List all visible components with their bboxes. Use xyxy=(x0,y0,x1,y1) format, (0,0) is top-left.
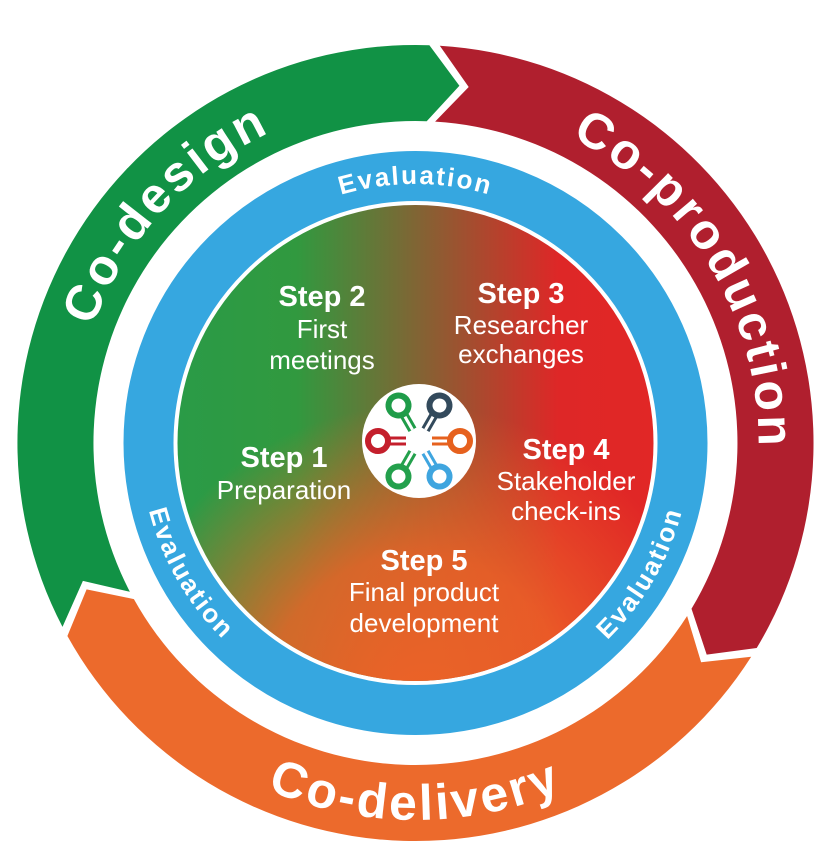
step-4-line-2: check-ins xyxy=(511,496,621,526)
step-2-block: Step 2 First meetings xyxy=(269,281,375,375)
step-2-title: Step 2 xyxy=(278,281,365,313)
icon-spoke-lower-right xyxy=(421,450,453,490)
step-2-line-1: First xyxy=(297,314,348,344)
icon-spoke-upper-left xyxy=(385,392,417,432)
step-3-block: Step 3 Researcher exchanges xyxy=(454,278,589,369)
step-1-line-1: Preparation xyxy=(217,475,351,505)
spoke-ring xyxy=(385,463,412,490)
step-5-line-1: Final product xyxy=(349,577,500,607)
step-4-title: Step 4 xyxy=(522,434,609,466)
co-production-arc-segment xyxy=(435,45,814,655)
step-4-line-1: Stakeholder xyxy=(497,466,636,496)
collaboration-hub-icon xyxy=(362,384,476,498)
icon-spoke-right xyxy=(432,428,473,454)
spoke-ring xyxy=(426,392,453,419)
co-design-arc-segment xyxy=(17,44,460,627)
step-3-line-2: exchanges xyxy=(458,339,584,369)
spoke-ring xyxy=(426,463,453,490)
step-5-title: Step 5 xyxy=(380,545,467,577)
spoke-ring xyxy=(365,428,391,454)
spoke-ring xyxy=(385,392,412,419)
evaluation-ring xyxy=(123,151,708,735)
step-5-block: Step 5 Final product development xyxy=(349,545,500,638)
step-1-title: Step 1 xyxy=(240,442,327,474)
icon-spoke-lower-left xyxy=(385,450,417,490)
step-4-block: Step 4 Stakeholder check-ins xyxy=(497,434,636,526)
spoke-ring xyxy=(447,428,473,454)
icon-spoke-upper-right xyxy=(421,392,453,432)
step-3-line-1: Researcher xyxy=(454,310,589,340)
step-1-block: Step 1 Preparation xyxy=(217,442,351,505)
icon-spoke-left xyxy=(365,428,406,454)
co-delivery-arc-segment xyxy=(67,589,752,842)
step-2-line-2: meetings xyxy=(269,345,375,375)
step-3-title: Step 3 xyxy=(477,278,564,310)
step-5-line-2: development xyxy=(350,608,500,638)
